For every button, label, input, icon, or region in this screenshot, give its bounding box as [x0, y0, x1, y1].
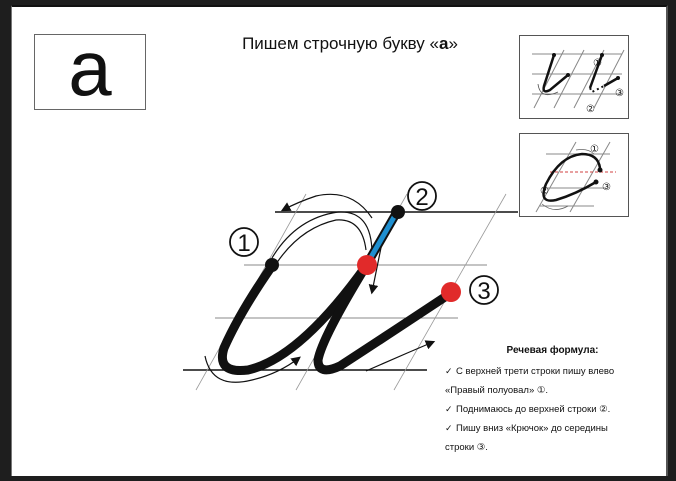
svg-text:3: 3: [477, 278, 490, 305]
page-title: Пишем строчную букву «а»: [200, 34, 500, 54]
marker-2: ②: [540, 186, 549, 197]
oval-elements-diagram: ① ② ③: [535, 141, 616, 213]
thumbnail-oval-elements: ① ② ③: [519, 133, 629, 217]
formula-item: ✓ Пишу вниз «Крючок» до середины: [445, 419, 645, 438]
letter-sample: а: [68, 24, 112, 112]
marker-3: ③: [602, 182, 611, 193]
thumbnail-stroke-elements: ① ② ③: [519, 35, 629, 119]
svg-text:1: 1: [237, 230, 250, 257]
formula-text: Пишу вниз «Крючок» до середины: [456, 423, 608, 434]
formula-item: ✓ С верхней трети строки пишу влево: [445, 362, 645, 381]
formula-text: С верхней трети строки пишу влево: [456, 366, 615, 377]
marker-1-label: 1: [229, 227, 259, 257]
end-point-red: [441, 282, 461, 302]
marker-1: ①: [590, 144, 599, 155]
letter-sample-box: а: [34, 29, 146, 110]
formula-text: Поднимаюсь до верхней строки ②.: [456, 404, 611, 415]
marker-2-label: 2: [407, 181, 437, 211]
check-icon: ✓: [445, 366, 453, 376]
check-icon: ✓: [445, 404, 453, 414]
marker-3-label: 3: [469, 275, 499, 305]
key-point-2: [391, 205, 405, 219]
start-point-red: [357, 255, 377, 275]
formula-item-continued: строки ③.: [445, 438, 645, 457]
formula-title: Речевая формула:: [506, 345, 599, 356]
marker-3: ③: [615, 88, 624, 99]
marker-1: ①: [593, 58, 602, 69]
check-icon: ✓: [445, 423, 453, 433]
stroke-elements-diagram: ① ② ③: [532, 49, 625, 115]
key-point-1: [265, 258, 279, 272]
formula-text: «Правый полуовал» ①.: [445, 385, 549, 396]
title-suffix: »: [448, 34, 458, 53]
formula-item-continued: «Правый полуовал» ①.: [445, 381, 645, 400]
formula-text: строки ③.: [445, 442, 488, 453]
title-letter: а: [438, 34, 449, 53]
svg-text:2: 2: [415, 184, 428, 211]
title-prefix: Пишем строчную букву «: [242, 34, 439, 53]
marker-2: ②: [586, 104, 595, 115]
speech-formula: Речевая формула: ✓ С верхней трети строк…: [445, 345, 645, 457]
formula-item: ✓ Поднимаюсь до верхней строки ②.: [445, 400, 645, 419]
